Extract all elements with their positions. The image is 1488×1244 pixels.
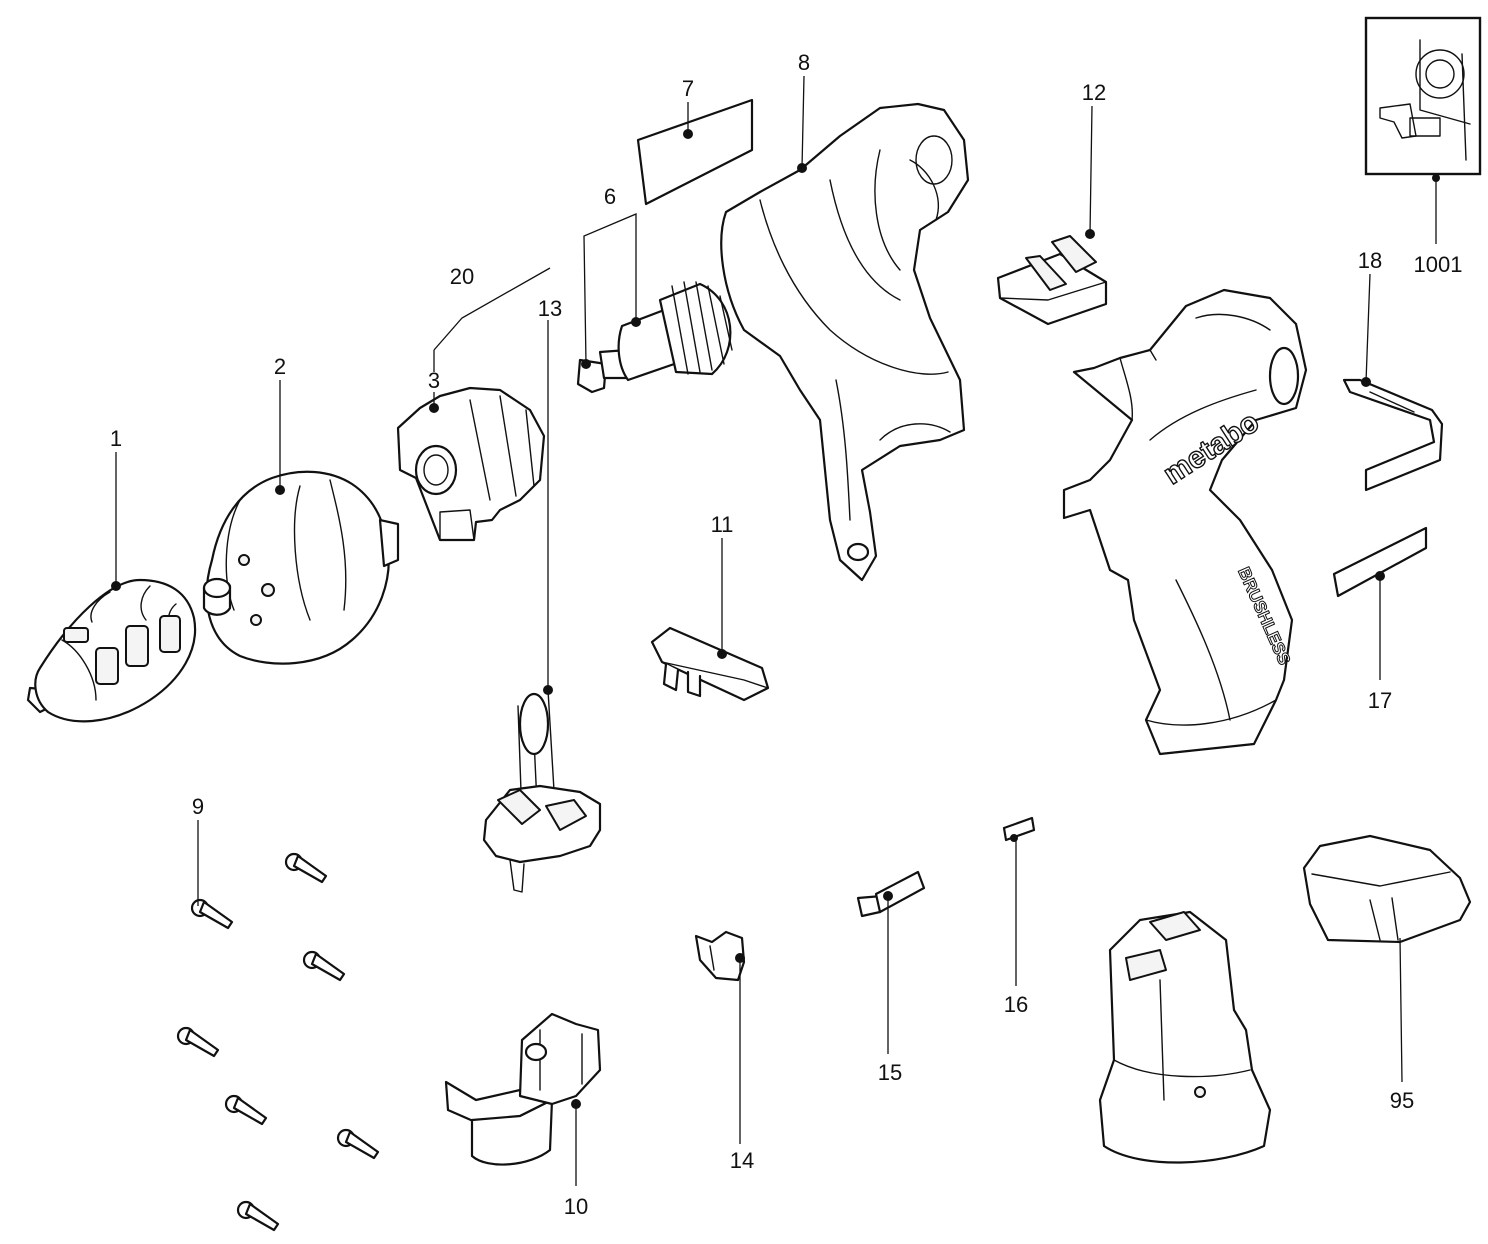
screw-c [302,950,346,982]
callout-18: 18 [1358,248,1382,273]
callout-2: 2 [274,354,286,379]
part-10-switch [444,1012,602,1166]
callout-95: 95 [1390,1088,1414,1113]
callout-6: 6 [604,184,616,209]
part-2-gearbox [202,470,400,665]
part-8-housing-shell [720,102,970,582]
callout-13: 13 [538,296,562,321]
battery-pack [1098,910,1272,1164]
callout-15: 15 [878,1060,902,1085]
part-14-clip [694,930,746,982]
callout-14: 14 [730,1148,754,1173]
part-18-belt-clip [1342,377,1444,492]
part-95-battery-cap [1302,834,1472,944]
part-1001-inset-detail [1364,16,1482,182]
screw-e [224,1094,268,1126]
screw-g [236,1200,280,1232]
housing-right-shell: metabo BRUSHLESS [1062,288,1308,756]
callout-1001: 1001 [1414,252,1463,277]
part-3-motor-stator [396,386,546,542]
screw-b [190,898,234,930]
callout-9: 9 [192,794,204,819]
callout-17: 17 [1368,688,1392,713]
part-9-screws [176,852,380,1232]
part-11-slider [650,626,770,702]
leader-lines [115,75,1437,1186]
part-1-keyless-chuck [26,578,197,723]
callout-7: 7 [682,76,694,101]
callout-20: 20 [450,264,474,289]
screw-a [284,852,328,884]
part-12-switch-cap [996,229,1108,326]
callout-11: 11 [711,512,734,537]
callout-labels: 1 2 3 6 7 8 9 10 11 12 13 14 15 16 17 18… [110,50,1463,1219]
part-7-label [636,98,754,206]
callout-3: 3 [428,368,440,393]
part-13-electronics [482,685,602,893]
callout-8: 8 [798,50,810,75]
callout-10: 10 [564,1194,588,1219]
screw-d [176,1026,220,1058]
part-16-connector [1002,816,1036,842]
screw-f [336,1128,380,1160]
part-15-led [856,870,926,918]
callout-12: 12 [1082,80,1106,105]
callout-16: 16 [1004,992,1028,1017]
part-6-motor-rotor [576,281,733,394]
callout-1: 1 [110,426,122,451]
